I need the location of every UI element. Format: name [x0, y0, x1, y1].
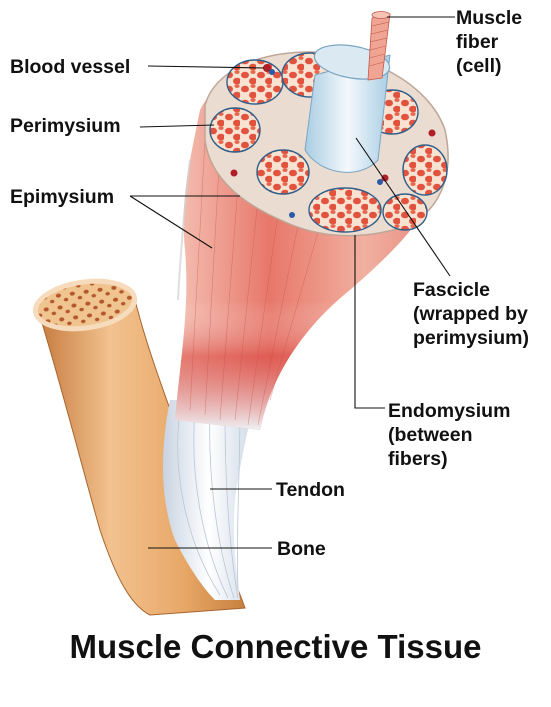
label-fascicle-line1: Fascicle: [413, 279, 490, 301]
label-perimysium: Perimysium: [10, 115, 121, 137]
blood-vessel-dots: [230, 64, 436, 218]
label-muscle-fiber: Muscle fiber (cell): [456, 6, 522, 78]
label-muscle-fiber-line1: Muscle: [456, 7, 523, 29]
label-fascicle-line3: perimysium): [413, 327, 529, 349]
label-fascicle-line2: (wrapped by: [413, 303, 528, 325]
muscle-fiber-cylinder: [304, 11, 391, 173]
leader-epimysium: [129, 195, 213, 249]
label-fascicle: Fascicle (wrapped by perimysium): [413, 278, 529, 350]
label-bone: Bone: [277, 538, 326, 560]
label-endomysium-line2: (between: [388, 424, 473, 446]
label-muscle-fiber-line3: (cell): [456, 55, 502, 77]
leader-endomysium: [354, 235, 385, 409]
leader-perimysium: [139, 124, 215, 128]
page-title: Muscle Connective Tissue: [69, 628, 482, 665]
leader-blood-vessel: [147, 65, 265, 69]
label-tendon: Tendon: [276, 479, 345, 501]
label-endomysium-line1: Endomysium: [388, 400, 511, 422]
label-epimysium: Epimysium: [10, 186, 115, 208]
leader-lines: [129, 16, 455, 549]
label-endomysium: Endomysium (between fibers): [388, 399, 510, 471]
label-blood-vessel: Blood vessel: [10, 56, 131, 78]
label-endomysium-line3: fibers): [388, 448, 448, 470]
leader-fascicle: [355, 137, 451, 277]
label-muscle-fiber-line2: fiber: [456, 31, 499, 53]
tendon-shape: [163, 400, 255, 600]
